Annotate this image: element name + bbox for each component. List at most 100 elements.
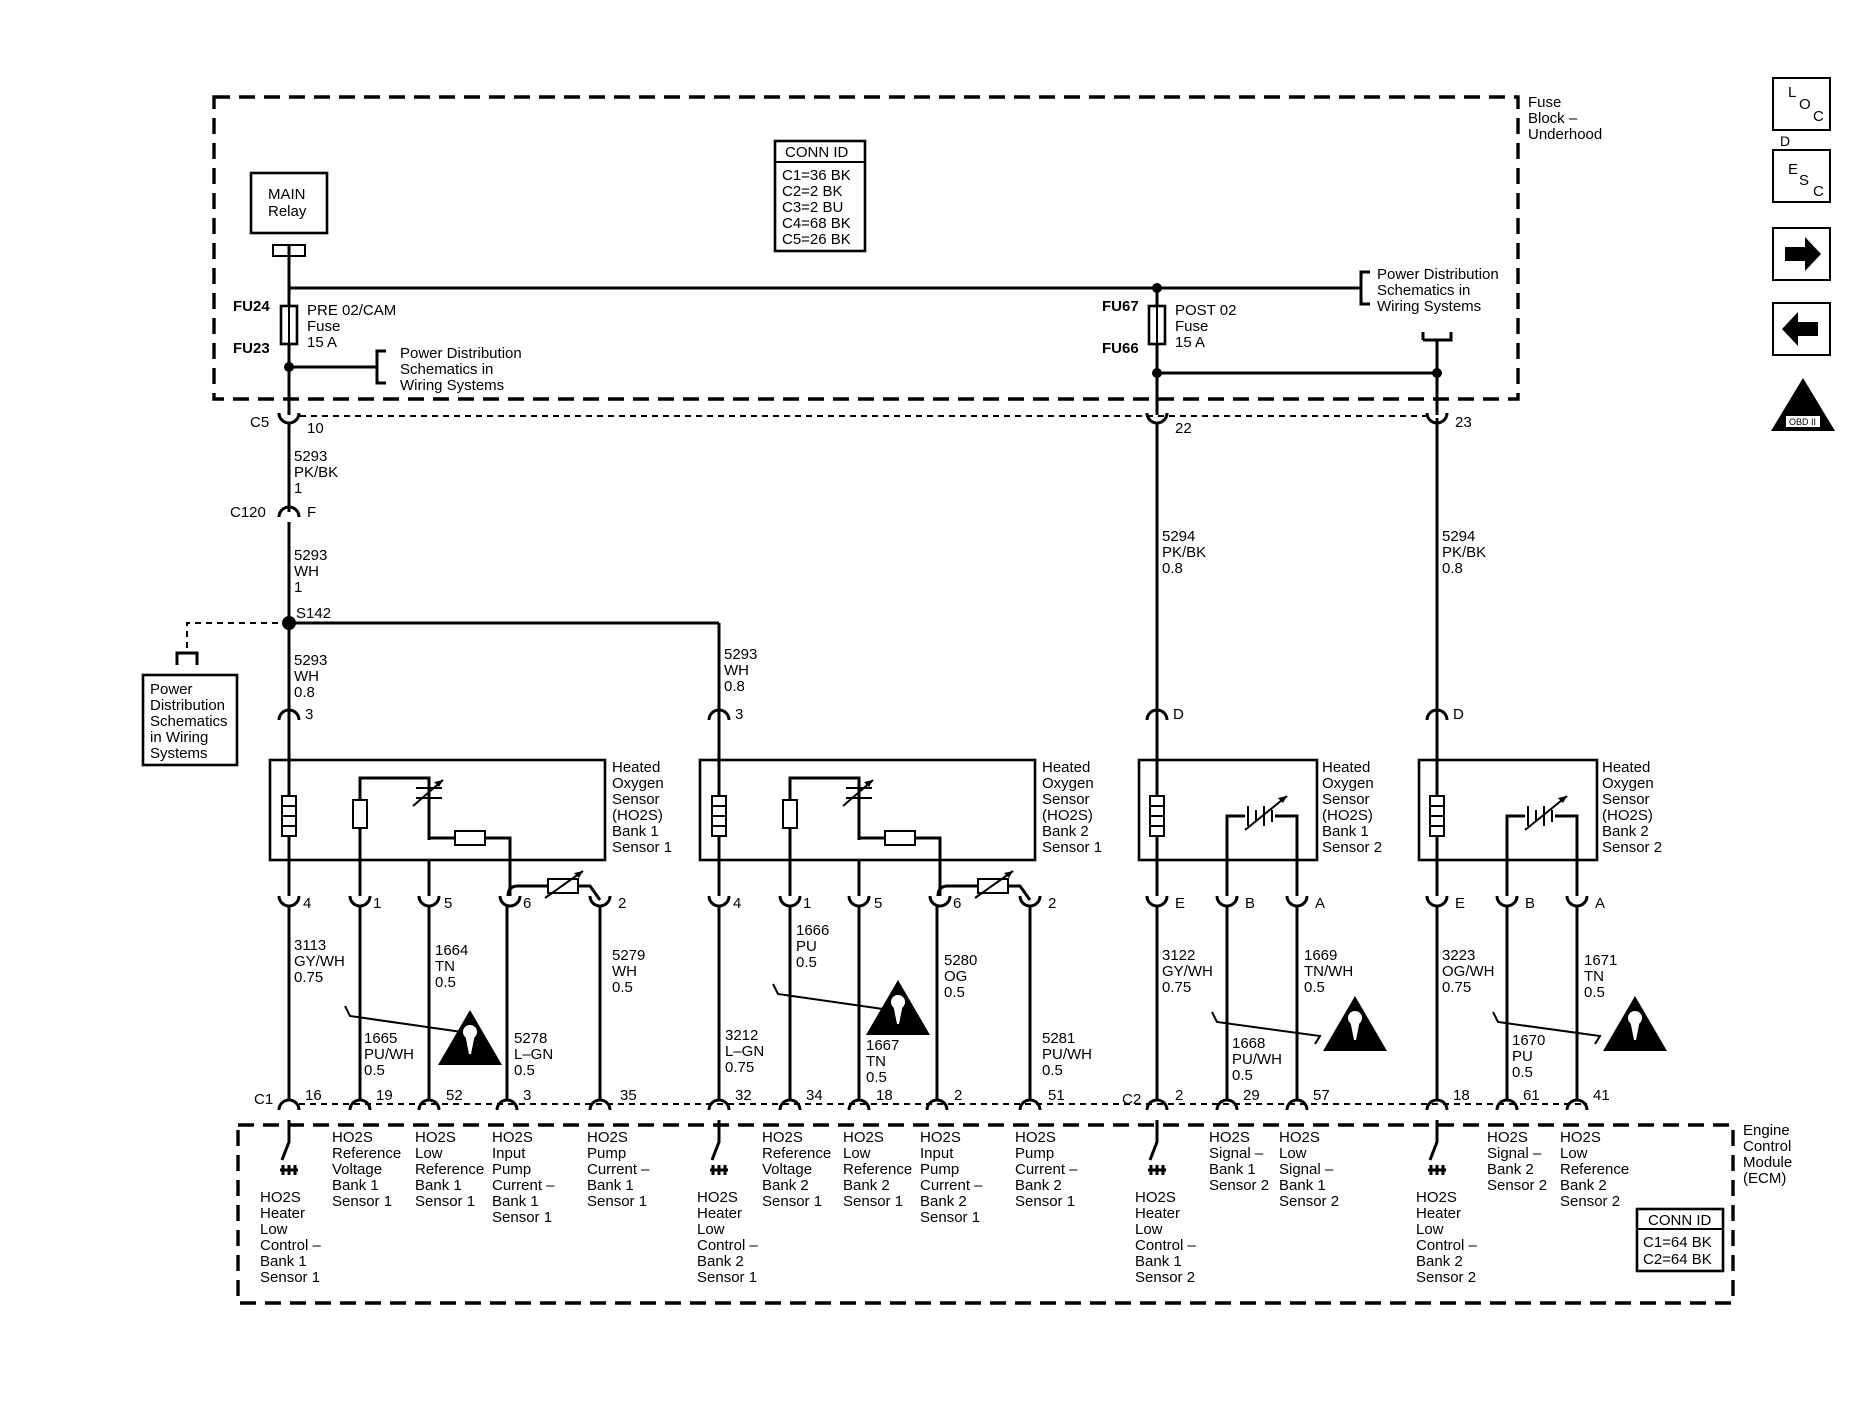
ecm-title: Engine Control Module (ECM) [1743,1122,1792,1187]
svg-text:Voltage: Voltage [332,1161,382,1178]
svg-text:Sensor 2: Sensor 2 [1209,1177,1269,1194]
pin-label: 29 [1243,1087,1260,1104]
svg-text:GY/WH: GY/WH [294,953,345,970]
pds-ref-line: Power Distribution [1377,266,1499,283]
svg-text:Bank 1: Bank 1 [415,1177,462,1194]
conn-id-box [1635,1207,1725,1273]
conn-id-line: C3=2 BU [782,199,843,216]
fuse-post-02: FU67 FU66 POST 02 Fuse 15 A [1102,298,1236,357]
obd-label: OBD II [1789,417,1816,427]
wire-label: 1 [294,480,302,497]
svg-text:TN/WH: TN/WH [1304,963,1353,980]
pds-ref-line: Schematics in [400,361,493,378]
svg-text:Bank 1: Bank 1 [1135,1253,1182,1270]
connector-name: C2 [1122,1091,1141,1108]
svg-text:0.75: 0.75 [294,969,323,986]
sensor-label: (HO2S) [1322,807,1373,824]
conn-id-line: C4=68 BK [782,215,851,232]
sensor-label: Sensor [1322,791,1370,808]
svg-text:Control –: Control – [1135,1237,1197,1254]
wire-label: 1 [294,579,302,596]
wire-label: 5293 [724,646,757,663]
pin-label: 3 [523,1087,531,1104]
svg-text:0.5: 0.5 [364,1062,385,1079]
sensor-bank1-sensor1: Heated Oxygen Sensor (HO2S) Bank 1 Senso… [268,758,672,862]
fuse-block-title-line: Block – [1528,110,1578,127]
svg-text:Signal –: Signal – [1209,1145,1264,1162]
svg-text:HO2S: HO2S [1416,1189,1457,1206]
warning-icons [438,980,1667,1065]
svg-text:Sensor 2: Sensor 2 [1487,1177,1547,1194]
svg-text:HO2S: HO2S [1560,1129,1601,1146]
svg-text:1666: 1666 [796,922,829,939]
sensor-label: Heated [612,759,660,776]
svg-text:1669: 1669 [1304,947,1337,964]
back-arrow-button[interactable] [1772,302,1831,356]
sensor-label: Bank 2 [1602,823,1649,840]
pin-label: 52 [446,1087,463,1104]
sensor-label: Oxygen [612,775,664,792]
svg-text:0.5: 0.5 [1584,984,1605,1001]
svg-text:Sensor 1: Sensor 1 [260,1269,320,1286]
wire-feed-s4: 5294 PK/BK 0.8 [1442,528,1486,577]
svg-text:Low: Low [1560,1145,1588,1162]
pin-label: B [1525,895,1535,912]
svg-text:Pump: Pump [587,1145,626,1162]
svg-text:Sensor 1: Sensor 1 [697,1269,757,1286]
svg-text:0.5: 0.5 [514,1062,535,1079]
svg-text:5280: 5280 [944,952,977,969]
sensor-label: Sensor [1042,791,1090,808]
fuse-block-conn-id: CONN ID C1=36 BK C2=2 BK C3=2 BU C4=68 B… [773,139,867,253]
svg-text:HO2S: HO2S [415,1129,456,1146]
sensor-label: Bank 2 [1042,823,1089,840]
svg-text:Bank 2: Bank 2 [1416,1253,1463,1270]
esc-letter: E [1788,161,1798,178]
obd-ii-icon[interactable]: II OBD II [1771,378,1835,431]
fuse-pre-02-cam: FU24 FU23 PRE 02/CAM Fuse 15 A [233,298,396,357]
svg-text:TN: TN [866,1053,886,1070]
pin-label: E [1455,895,1465,912]
ecm-title-line: Control [1743,1138,1791,1155]
conn-id-line: C2=2 BK [782,183,842,200]
fuse-block-outline [212,95,1520,401]
svg-text:0.5: 0.5 [944,984,965,1001]
pds-ref-line: Wiring Systems [1377,298,1481,315]
svg-text:PU/WH: PU/WH [1232,1051,1282,1068]
sensor-label: Heated [1602,759,1650,776]
conn-id-line: C1=64 BK [1643,1234,1712,1251]
sensor-label: Bank 1 [612,823,659,840]
svg-text:Sensor 2: Sensor 2 [1279,1193,1339,1210]
wire-label: 5294 [1162,528,1195,545]
svg-text:0.75: 0.75 [1162,979,1191,996]
pds-reference-box: Power Distribution Schematics in Wiring … [141,673,239,767]
pin-label: 3 [305,706,313,723]
esc-button[interactable]: E S C [1772,149,1831,203]
loc-button[interactable]: L O C [1772,77,1831,131]
sensor-label: (HO2S) [1602,807,1653,824]
sensor-label: Oxygen [1602,775,1654,792]
svg-text:1670: 1670 [1512,1032,1545,1049]
splice-label: S142 [296,605,331,622]
pin-label: D [1453,706,1464,723]
svg-text:Pump: Pump [920,1161,959,1178]
svg-text:0.5: 0.5 [1232,1067,1253,1084]
svg-text:HO2S: HO2S [1015,1129,1056,1146]
svg-text:5281: 5281 [1042,1030,1075,1047]
forward-arrow-button[interactable] [1772,227,1831,281]
svg-text:Sensor 1: Sensor 1 [1015,1193,1075,1210]
svg-text:Reference: Reference [843,1161,912,1178]
svg-text:0.5: 0.5 [1042,1062,1063,1079]
svg-text:PU/WH: PU/WH [364,1046,414,1063]
fuse-block-title-line: Fuse [1528,94,1561,111]
